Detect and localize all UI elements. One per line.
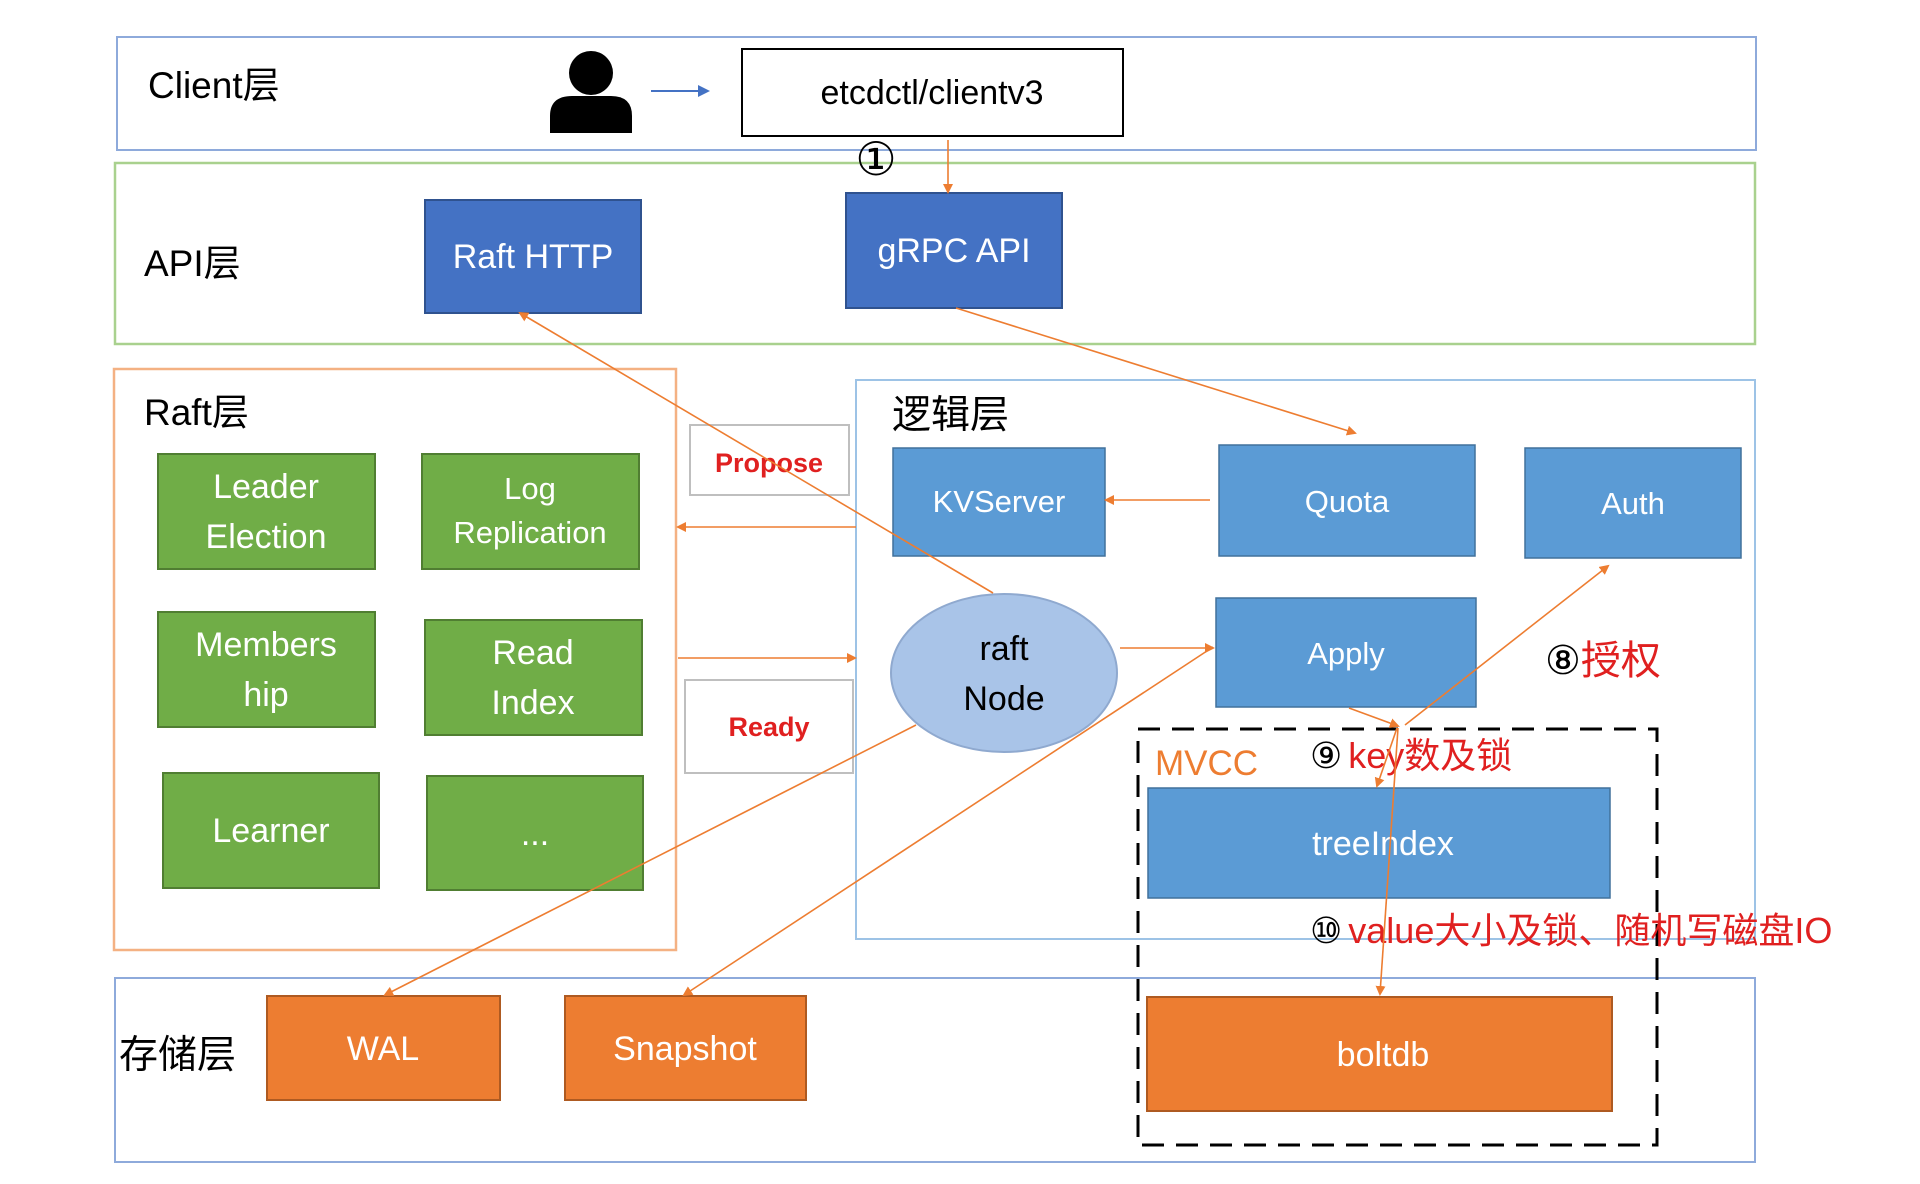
log-replication-label-1: Log (504, 471, 556, 506)
raft-layer-frame (112, 367, 678, 952)
membership-box[interactable]: Members hip (157, 611, 376, 728)
raft-node-label-1: raft (979, 630, 1029, 668)
kvserver-box[interactable]: KVServer (892, 447, 1106, 557)
etcdctl-client-label: etcdctl/clientv3 (821, 74, 1044, 112)
step-9-text: key数及锁 (1348, 735, 1512, 776)
step-8-text: 授权 (1581, 639, 1661, 683)
grpc-api-box[interactable]: gRPC API (845, 192, 1063, 309)
read-index-box[interactable]: Read Index (424, 619, 643, 736)
step-9-number: ⑨ (1310, 735, 1342, 776)
auth-label: Auth (1601, 486, 1665, 521)
more-modules-label: ... (521, 815, 549, 853)
arrow-raftnode-to-raft-http (518, 311, 994, 594)
svg-text:Index: Index (491, 684, 574, 722)
snapshot-label: Snapshot (613, 1030, 757, 1068)
svg-text:raft: raft (979, 630, 1029, 668)
membership-label-2: hip (243, 676, 288, 714)
raft-node-ellipse[interactable]: raft Node (890, 593, 1118, 753)
svg-text:Node: Node (963, 680, 1044, 718)
etcdctl-client-box[interactable]: etcdctl/clientv3 (741, 48, 1124, 137)
step-10-text: value大小及锁、随机写磁盘IO (1348, 910, 1832, 951)
propose-label: Propose (715, 448, 823, 478)
leader-election-label-2: Election (206, 518, 327, 556)
wal-label: WAL (347, 1030, 419, 1068)
learner-box[interactable]: Learner (162, 772, 380, 889)
arrow-apply-to-snapshot (682, 646, 1214, 997)
svg-text:Read: Read (492, 634, 573, 672)
read-index-label-2: Index (491, 684, 574, 722)
mvcc-title: MVCC (1155, 744, 1258, 783)
step-10-number: ⑩ (1310, 910, 1342, 951)
storage-layer-title: 存储层 (119, 1034, 236, 1077)
arrow-apply-to-mvcc (1348, 707, 1400, 728)
svg-text:Members: Members (195, 626, 337, 664)
quota-label: Quota (1305, 484, 1390, 519)
log-replication-label-2: Replication (453, 515, 606, 550)
step-1-marker: ① (855, 133, 896, 185)
kvserver-label: KVServer (933, 484, 1066, 519)
api-layer-title: API层 (144, 243, 241, 284)
learner-label: Learner (212, 812, 329, 850)
step-8-annotation: ⑧授权 (1545, 639, 1661, 683)
step-8-number: ⑧ (1545, 639, 1581, 683)
grpc-api-label: gRPC API (877, 232, 1030, 270)
raft-http-label: Raft HTTP (453, 238, 614, 276)
svg-text:Replication: Replication (453, 515, 606, 550)
client-layer-title: Client层 (148, 65, 280, 106)
read-index-label-1: Read (492, 634, 573, 672)
apply-label: Apply (1307, 636, 1385, 671)
raft-node-label-2: Node (963, 680, 1044, 718)
leader-election-box[interactable]: Leader Election (157, 453, 376, 570)
arrow-grpc-to-quota (955, 307, 1357, 436)
ready-label-box: Ready (684, 679, 854, 774)
storage-layer-frame (114, 977, 1756, 1163)
snapshot-box[interactable]: Snapshot (564, 995, 807, 1101)
logic-layer-title: 逻辑层 (892, 394, 1009, 437)
arrow-apply-to-auth (1404, 564, 1610, 726)
log-replication-box[interactable]: Log Replication (421, 453, 640, 570)
membership-label-1: Members (195, 626, 337, 664)
raft-http-box[interactable]: Raft HTTP (424, 199, 642, 314)
svg-text:Election: Election (206, 518, 327, 556)
raft-layer-title: Raft层 (144, 392, 249, 433)
client-layer-frame (116, 36, 1757, 151)
auth-box[interactable]: Auth (1524, 447, 1742, 559)
apply-box[interactable]: Apply (1215, 597, 1477, 708)
api-layer-frame (113, 161, 1757, 346)
boltdb-label: boltdb (1337, 1036, 1430, 1074)
arrow-to-tree-index (1374, 727, 1398, 788)
svg-text:Log: Log (504, 471, 556, 506)
svg-text:hip: hip (243, 676, 288, 714)
ready-label: Ready (728, 712, 809, 742)
arrow-to-boltdb (1375, 727, 1399, 996)
tree-index-label: treeIndex (1312, 825, 1454, 863)
flow-arrows (383, 140, 1610, 997)
svg-text:Leader: Leader (213, 468, 319, 506)
wal-box[interactable]: WAL (266, 995, 501, 1101)
user-icon (550, 51, 632, 133)
quota-box[interactable]: Quota (1218, 444, 1476, 557)
tree-index-box[interactable]: treeIndex (1147, 787, 1611, 899)
arrow-raftnode-to-wal (383, 724, 917, 996)
boltdb-box[interactable]: boltdb (1146, 996, 1613, 1112)
more-modules-box[interactable]: ... (426, 775, 644, 891)
leader-election-label-1: Leader (213, 468, 319, 506)
